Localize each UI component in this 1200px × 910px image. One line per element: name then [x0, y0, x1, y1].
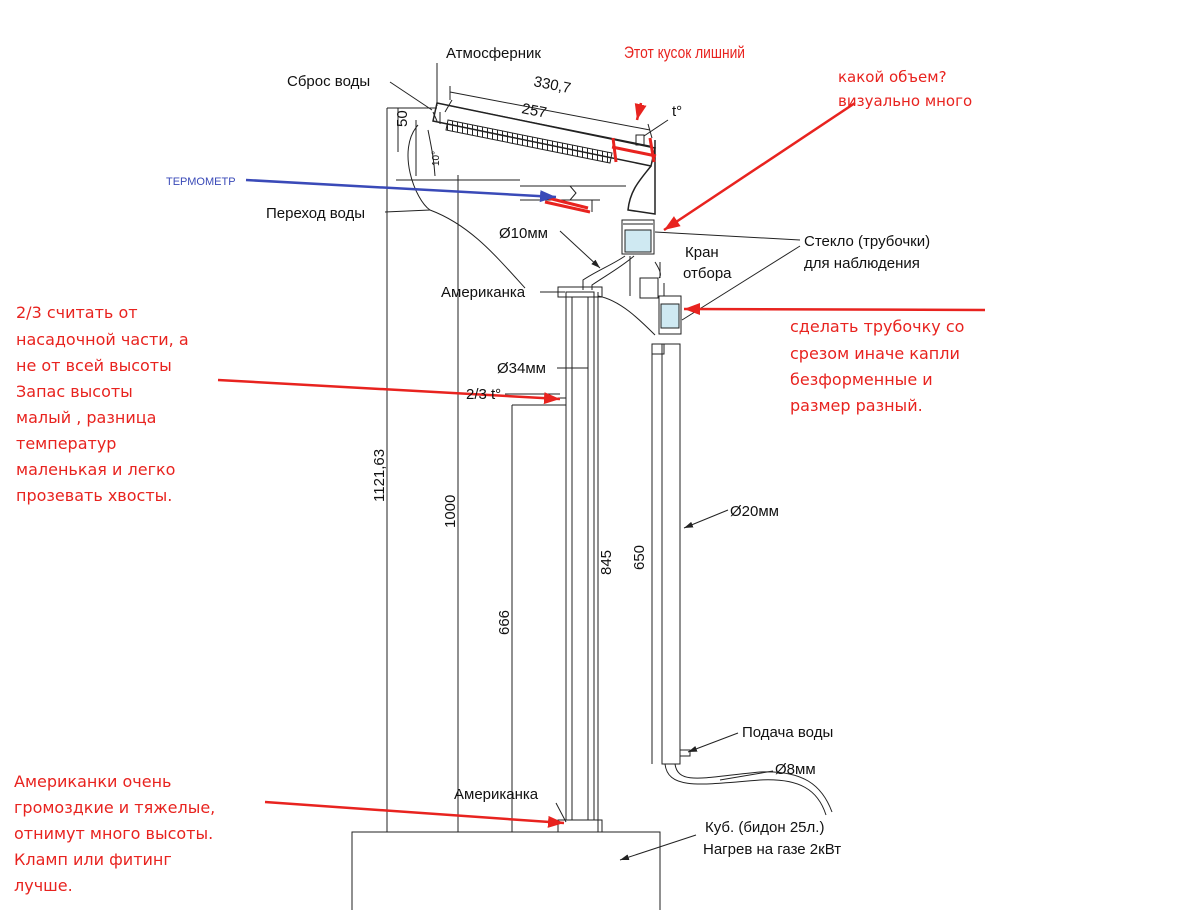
label-amerikanka-top: Американка — [441, 284, 526, 301]
note-left-line: Запас высоты — [16, 382, 133, 401]
label-podacha-vody: Подача воды — [742, 724, 833, 741]
note-right: сделать трубочку со срезом иначе капли б… — [790, 317, 964, 415]
note-right-line: безформенные и — [790, 370, 933, 389]
label-kran: Кран — [685, 244, 719, 261]
red-lines — [217, 101, 986, 828]
note-bottom-line: Американки очень — [14, 772, 171, 791]
label-otbora: отбора — [683, 265, 732, 282]
label-d34: Ø34мм — [497, 360, 546, 377]
label-kub-2: Нагрев на газе 2кВт — [703, 841, 841, 858]
note-bottom-line: Кламп или фитинг — [14, 850, 172, 869]
dim-top-long: 330,7 — [532, 73, 572, 97]
label-sbros-vody: Сброс воды — [287, 73, 370, 90]
note-bottom: Американки очень громоздкие и тяжелые, о… — [14, 772, 215, 895]
label-kub-1: Куб. (бидон 25л.) — [705, 819, 824, 836]
note-left-line: прозевать хвосты. — [16, 486, 172, 505]
label-angle: 10° — [431, 151, 442, 166]
note-left-line: не от всей высоты — [16, 356, 172, 375]
label-steklo-1: Стекло (трубочки) — [804, 233, 930, 250]
note-left: 2/3 считать от насадочной части, а не от… — [16, 303, 189, 505]
label-d10: Ø10мм — [499, 225, 548, 242]
dim-left-small: 50 — [394, 110, 411, 127]
dim-h-total: 1121,63 — [371, 449, 388, 502]
dim-top-short: 257 — [520, 100, 548, 121]
label-amerikanka-bottom: Американка — [454, 786, 539, 803]
note-left-line: насадочной части, а — [16, 330, 189, 349]
dim-h-666: 666 — [496, 610, 513, 635]
note-bottom-line: лучше. — [14, 876, 73, 895]
label-steklo-2: для наблюдения — [804, 255, 920, 272]
label-atmosfernik: Атмосферник — [446, 45, 541, 62]
dim-h-1000: 1000 — [442, 495, 459, 528]
note-right-line: размер разный. — [790, 396, 923, 415]
note-left-line: маленькая и легко — [16, 460, 175, 479]
dim-h-650: 650 — [631, 545, 648, 570]
note-left-line: 2/3 считать от — [16, 303, 138, 322]
note-left-line: малый , разница — [16, 408, 156, 427]
label-d20: Ø20мм — [730, 503, 779, 520]
cube-base — [351, 831, 661, 910]
note-right-line: срезом иначе капли — [790, 344, 960, 363]
main-column — [557, 286, 603, 833]
frame-lines — [386, 107, 653, 832]
thermometer-arrow — [245, 178, 557, 203]
label-t-symbol: t° — [672, 103, 682, 120]
note-bottom-line: отнимут много высоты. — [14, 824, 213, 843]
label-t-two-thirds: 2/3 t° — [466, 386, 501, 403]
dimension-lines — [397, 86, 653, 177]
note-right-line: сделать трубочку со — [790, 317, 964, 336]
water-path — [407, 124, 656, 336]
note-bottom-line: громоздкие и тяжелые, — [14, 798, 215, 817]
note-volume-1: какой объем? — [838, 68, 947, 86]
label-d8: Ø8мм — [775, 761, 816, 778]
leader-lines — [384, 63, 801, 861]
note-volume-2: визуально много — [838, 92, 972, 110]
note-left-line: температур — [16, 434, 116, 453]
side-pipe — [582, 219, 682, 335]
note-extra-piece: Этот кусок лишний — [624, 43, 745, 62]
note-thermometer: ТЕРМОМЕТР — [166, 176, 236, 188]
cooler — [651, 343, 833, 816]
label-perekhod-vody: Переход воды — [266, 205, 365, 222]
dim-h-845: 845 — [598, 550, 615, 575]
